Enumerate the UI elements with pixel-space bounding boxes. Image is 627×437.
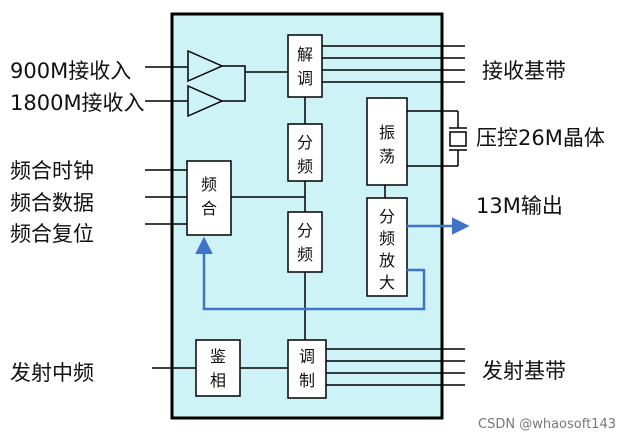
block-divamp-label-1: 分 [379, 207, 395, 226]
amp-join-line [222, 65, 246, 102]
block-div2-label-2: 频 [297, 245, 313, 264]
block-synth-label-2: 合 [201, 199, 217, 218]
block-osc-label-1: 振 [379, 123, 395, 142]
block-div1-label-1: 分 [297, 133, 313, 152]
label-tx-base: 发射基带 [482, 359, 566, 383]
block-disc-label-1: 鉴 [210, 347, 226, 366]
label-reset: 频合复位 [10, 222, 94, 246]
label-clk: 频合时钟 [10, 159, 94, 183]
block-mod-label-2: 制 [299, 371, 315, 390]
block-div1 [287, 123, 323, 182]
block-divamp [366, 197, 408, 297]
block-mod [287, 339, 327, 399]
block-demod-label-1: 解 [297, 45, 313, 64]
block-osc [366, 97, 408, 186]
label-rx-base: 接收基带 [482, 59, 566, 83]
label-out13: 13M输出 [476, 194, 563, 218]
label-vcxo: 压控26M晶体 [476, 126, 605, 150]
block-div2-label-1: 分 [297, 221, 313, 240]
block-divamp-label-2: 频 [379, 229, 395, 248]
label-data: 频合数据 [10, 191, 94, 215]
block-demod [287, 34, 323, 98]
block-mod-label-1: 调 [299, 347, 315, 366]
watermark: CSDN @whaosoft143 [478, 417, 616, 432]
block-synth [186, 160, 232, 236]
block-divamp-label-3: 放 [379, 251, 395, 270]
block-demod-label-2: 调 [297, 69, 313, 88]
amp-900-icon [187, 49, 224, 83]
block-disc-label-2: 相 [210, 371, 226, 390]
block-disc [195, 339, 241, 397]
block-div1-label-2: 频 [297, 157, 313, 176]
block-osc-label-2: 荡 [379, 147, 395, 166]
feedback-path [195, 236, 426, 311]
label-rx900: 900M接收入 [10, 59, 131, 83]
label-rx1800: 1800M接收入 [10, 91, 145, 115]
crystal-icon [449, 131, 467, 147]
block-div2 [287, 211, 323, 273]
block-synth-label-1: 频 [201, 175, 217, 194]
label-tx-if: 发射中频 [10, 361, 94, 385]
block-divamp-label-4: 大 [379, 273, 395, 292]
